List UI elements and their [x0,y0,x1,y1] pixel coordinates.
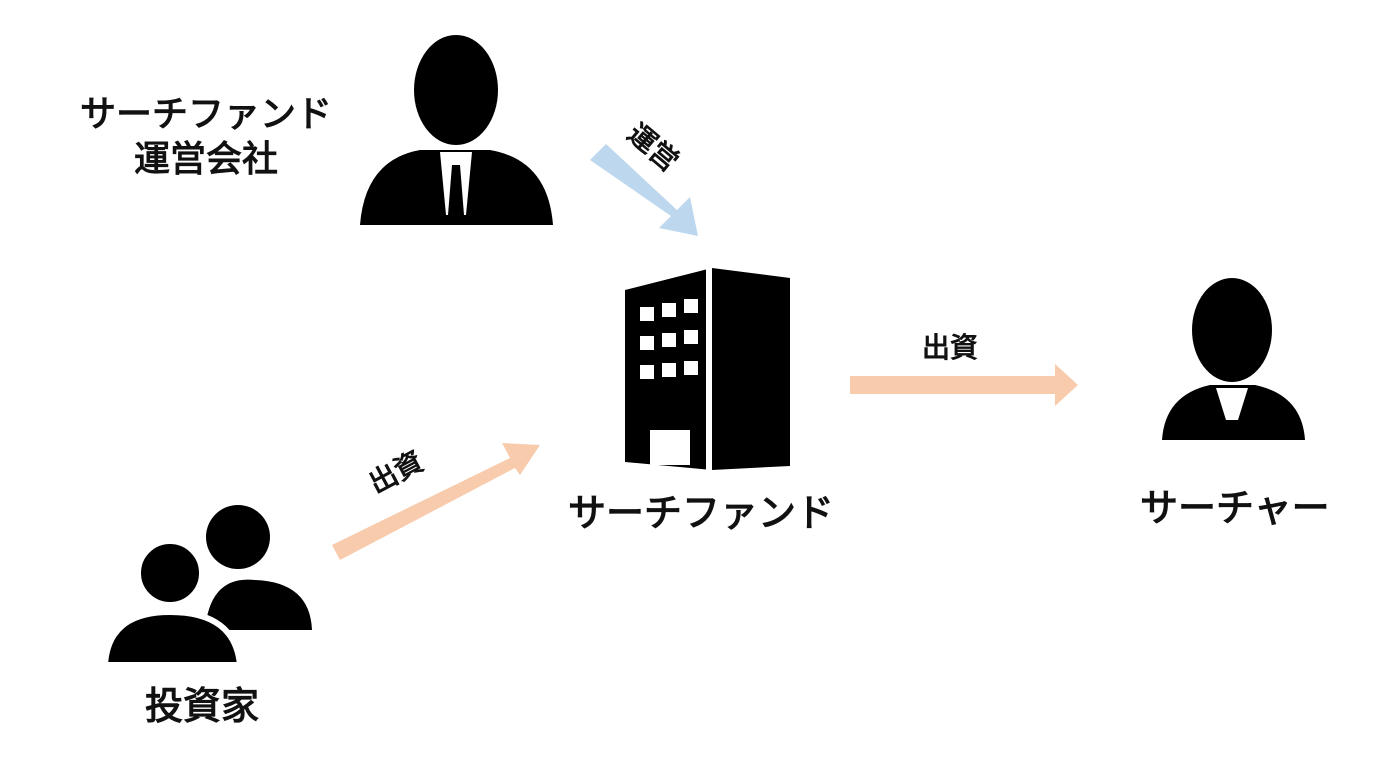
operator-label-line2: 運営会社 [134,139,279,180]
invest-arrow-to-searcher [850,364,1078,406]
investors-icon [101,505,312,668]
operator-label: サーチファンド 運営会社 [80,92,332,182]
businessman-icon [360,35,553,225]
investors-label: 投資家 [145,684,260,728]
searcher-label: サーチャー [1140,486,1330,530]
operate-arrow [590,144,698,236]
invest-arrow-to-fund [332,443,540,560]
operator-label-line1: サーチファンド [80,94,333,135]
fund-label: サーチファンド [568,491,835,535]
building-icon [625,268,790,470]
invest-to-searcher-label: 出資 [922,331,979,364]
searcher-icon [1162,278,1305,440]
